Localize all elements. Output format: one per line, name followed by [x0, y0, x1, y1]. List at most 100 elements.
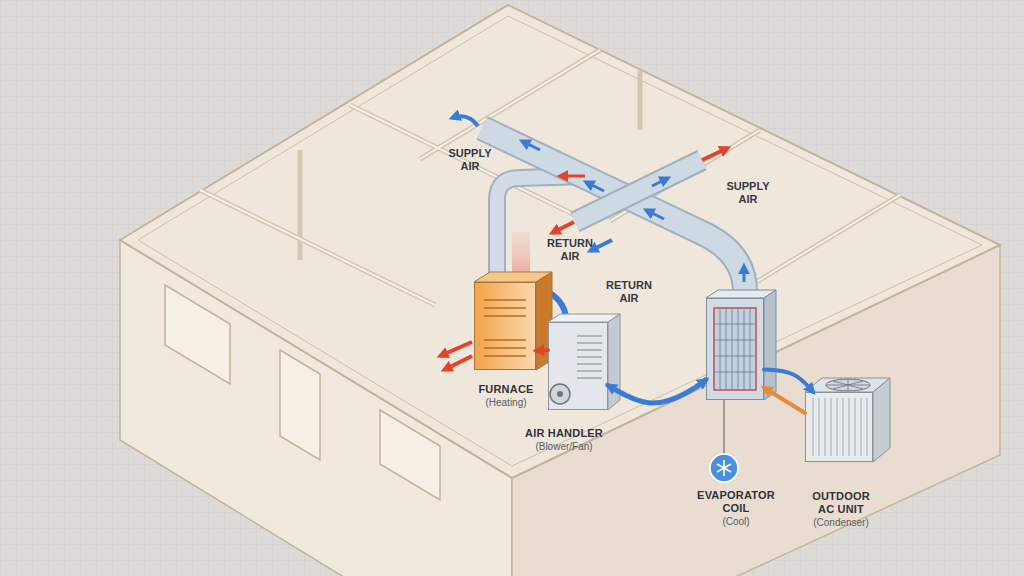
- vent-slot: [484, 307, 526, 309]
- snowflake-symbol: [717, 460, 731, 476]
- duct-flow-arrow: [586, 182, 604, 191]
- branch-duct: [575, 160, 702, 222]
- equipment-caption: OUTDOOR AC UNIT(Condenser): [808, 490, 874, 529]
- flow-arrow: [608, 380, 706, 403]
- duct-flow-arrow: [560, 175, 585, 178]
- component-note: (Blower/Fan): [518, 440, 610, 453]
- equipment-caption: AIR HANDLER(Blower/Fan): [518, 427, 610, 453]
- equipment-box: EVAPORATOR COIL(Cool): [706, 298, 764, 400]
- condenser-fan: [826, 379, 870, 391]
- air-handler-grille: [577, 336, 602, 378]
- condenser-top: [805, 378, 890, 392]
- warm-air-ribbon: [512, 232, 530, 282]
- interior-wall-top: [610, 130, 760, 221]
- grille-slot: [577, 356, 602, 357]
- equipment-caption: FURNACE(Heating): [455, 383, 557, 409]
- slat: [813, 398, 814, 456]
- return-flow-arrow: [590, 240, 612, 251]
- floor-rim: [120, 5, 1000, 478]
- interior-wall-top: [740, 195, 900, 292]
- air-handler-top: [548, 314, 620, 322]
- coil-fin: [744, 308, 745, 390]
- furnace-top: [474, 272, 552, 282]
- furnace-vents: [484, 300, 526, 356]
- grille-slot: [577, 363, 602, 364]
- grille-slot: [577, 377, 602, 378]
- duct-flow-arrow: [646, 210, 664, 219]
- left-wall: [120, 240, 512, 576]
- interior-wall-top: [350, 105, 585, 220]
- interior-wall-tops: [200, 50, 900, 305]
- snowflake-stroke: [717, 464, 731, 472]
- branch-duct-outline: [575, 160, 702, 222]
- coil-side: [764, 290, 776, 400]
- duct-label: RETURN AIR: [542, 237, 598, 263]
- vent-slot: [484, 339, 526, 341]
- flow-arrow: [536, 348, 548, 352]
- flow-arrow: [764, 388, 805, 413]
- return-duct: [497, 176, 585, 278]
- slat: [843, 398, 844, 456]
- component-name: EVAPORATOR COIL: [695, 489, 777, 515]
- slat: [819, 398, 820, 456]
- blower-fan: [550, 384, 570, 404]
- snowflake-stroke: [717, 464, 731, 472]
- component-name: AIR HANDLER: [518, 427, 610, 440]
- component-name: FURNACE: [455, 383, 557, 396]
- vent-slot: [484, 315, 526, 317]
- interior-wall: [200, 190, 435, 305]
- duct-label: RETURN AIR: [601, 279, 657, 305]
- grille-slot: [577, 370, 602, 371]
- slat: [867, 398, 868, 456]
- supply-trunk-outline: [482, 128, 745, 292]
- coil-fins: [714, 308, 756, 390]
- slat: [861, 398, 862, 456]
- coil-fin: [750, 308, 751, 390]
- interior-wall: [610, 130, 760, 221]
- coil-tube: [714, 356, 756, 357]
- coil-fin: [720, 308, 721, 390]
- equipment-box: FURNACE(Heating): [474, 282, 536, 370]
- component-note: (Heating): [455, 396, 557, 409]
- slat: [825, 398, 826, 456]
- duct-label: SUPPLY AIR: [722, 180, 774, 206]
- interior-wall-top: [200, 190, 435, 305]
- return-flow-arrow: [552, 222, 574, 233]
- guard-wire: [833, 381, 863, 389]
- grille-slot: [577, 349, 602, 350]
- slat: [837, 398, 838, 456]
- interior-wall-top: [420, 50, 600, 159]
- duct-flow-arrow: [743, 266, 746, 282]
- equipment-box: OUTDOOR AC UNIT(Condenser): [805, 392, 873, 462]
- component-name: OUTDOOR AC UNIT: [808, 490, 874, 516]
- interior-wall: [740, 195, 900, 292]
- heat-outflow-arrow: [444, 356, 472, 370]
- interior-wall: [350, 105, 585, 220]
- component-note: (Condenser): [808, 516, 874, 529]
- coil-top: [706, 290, 776, 298]
- condenser-side: [873, 378, 890, 462]
- condenser-slats: [813, 398, 867, 456]
- interior-wall: [638, 70, 643, 130]
- grille-slot: [577, 335, 602, 336]
- coil-tube: [714, 324, 756, 325]
- vent-slot: [484, 355, 526, 357]
- coil-grid: [714, 308, 756, 390]
- air-handler-side: [608, 314, 620, 410]
- slat: [831, 398, 832, 456]
- vent-slot: [484, 299, 526, 301]
- interior-wall: [298, 150, 303, 260]
- interior-walls: [200, 50, 900, 305]
- interior-wall: [420, 50, 600, 159]
- duct-flow-arrow: [522, 141, 540, 150]
- guard-wire: [826, 385, 870, 386]
- supply-flow-arrow: [702, 148, 728, 160]
- heat-outflow-arrow: [440, 342, 472, 356]
- duct-label: SUPPLY AIR: [444, 147, 496, 173]
